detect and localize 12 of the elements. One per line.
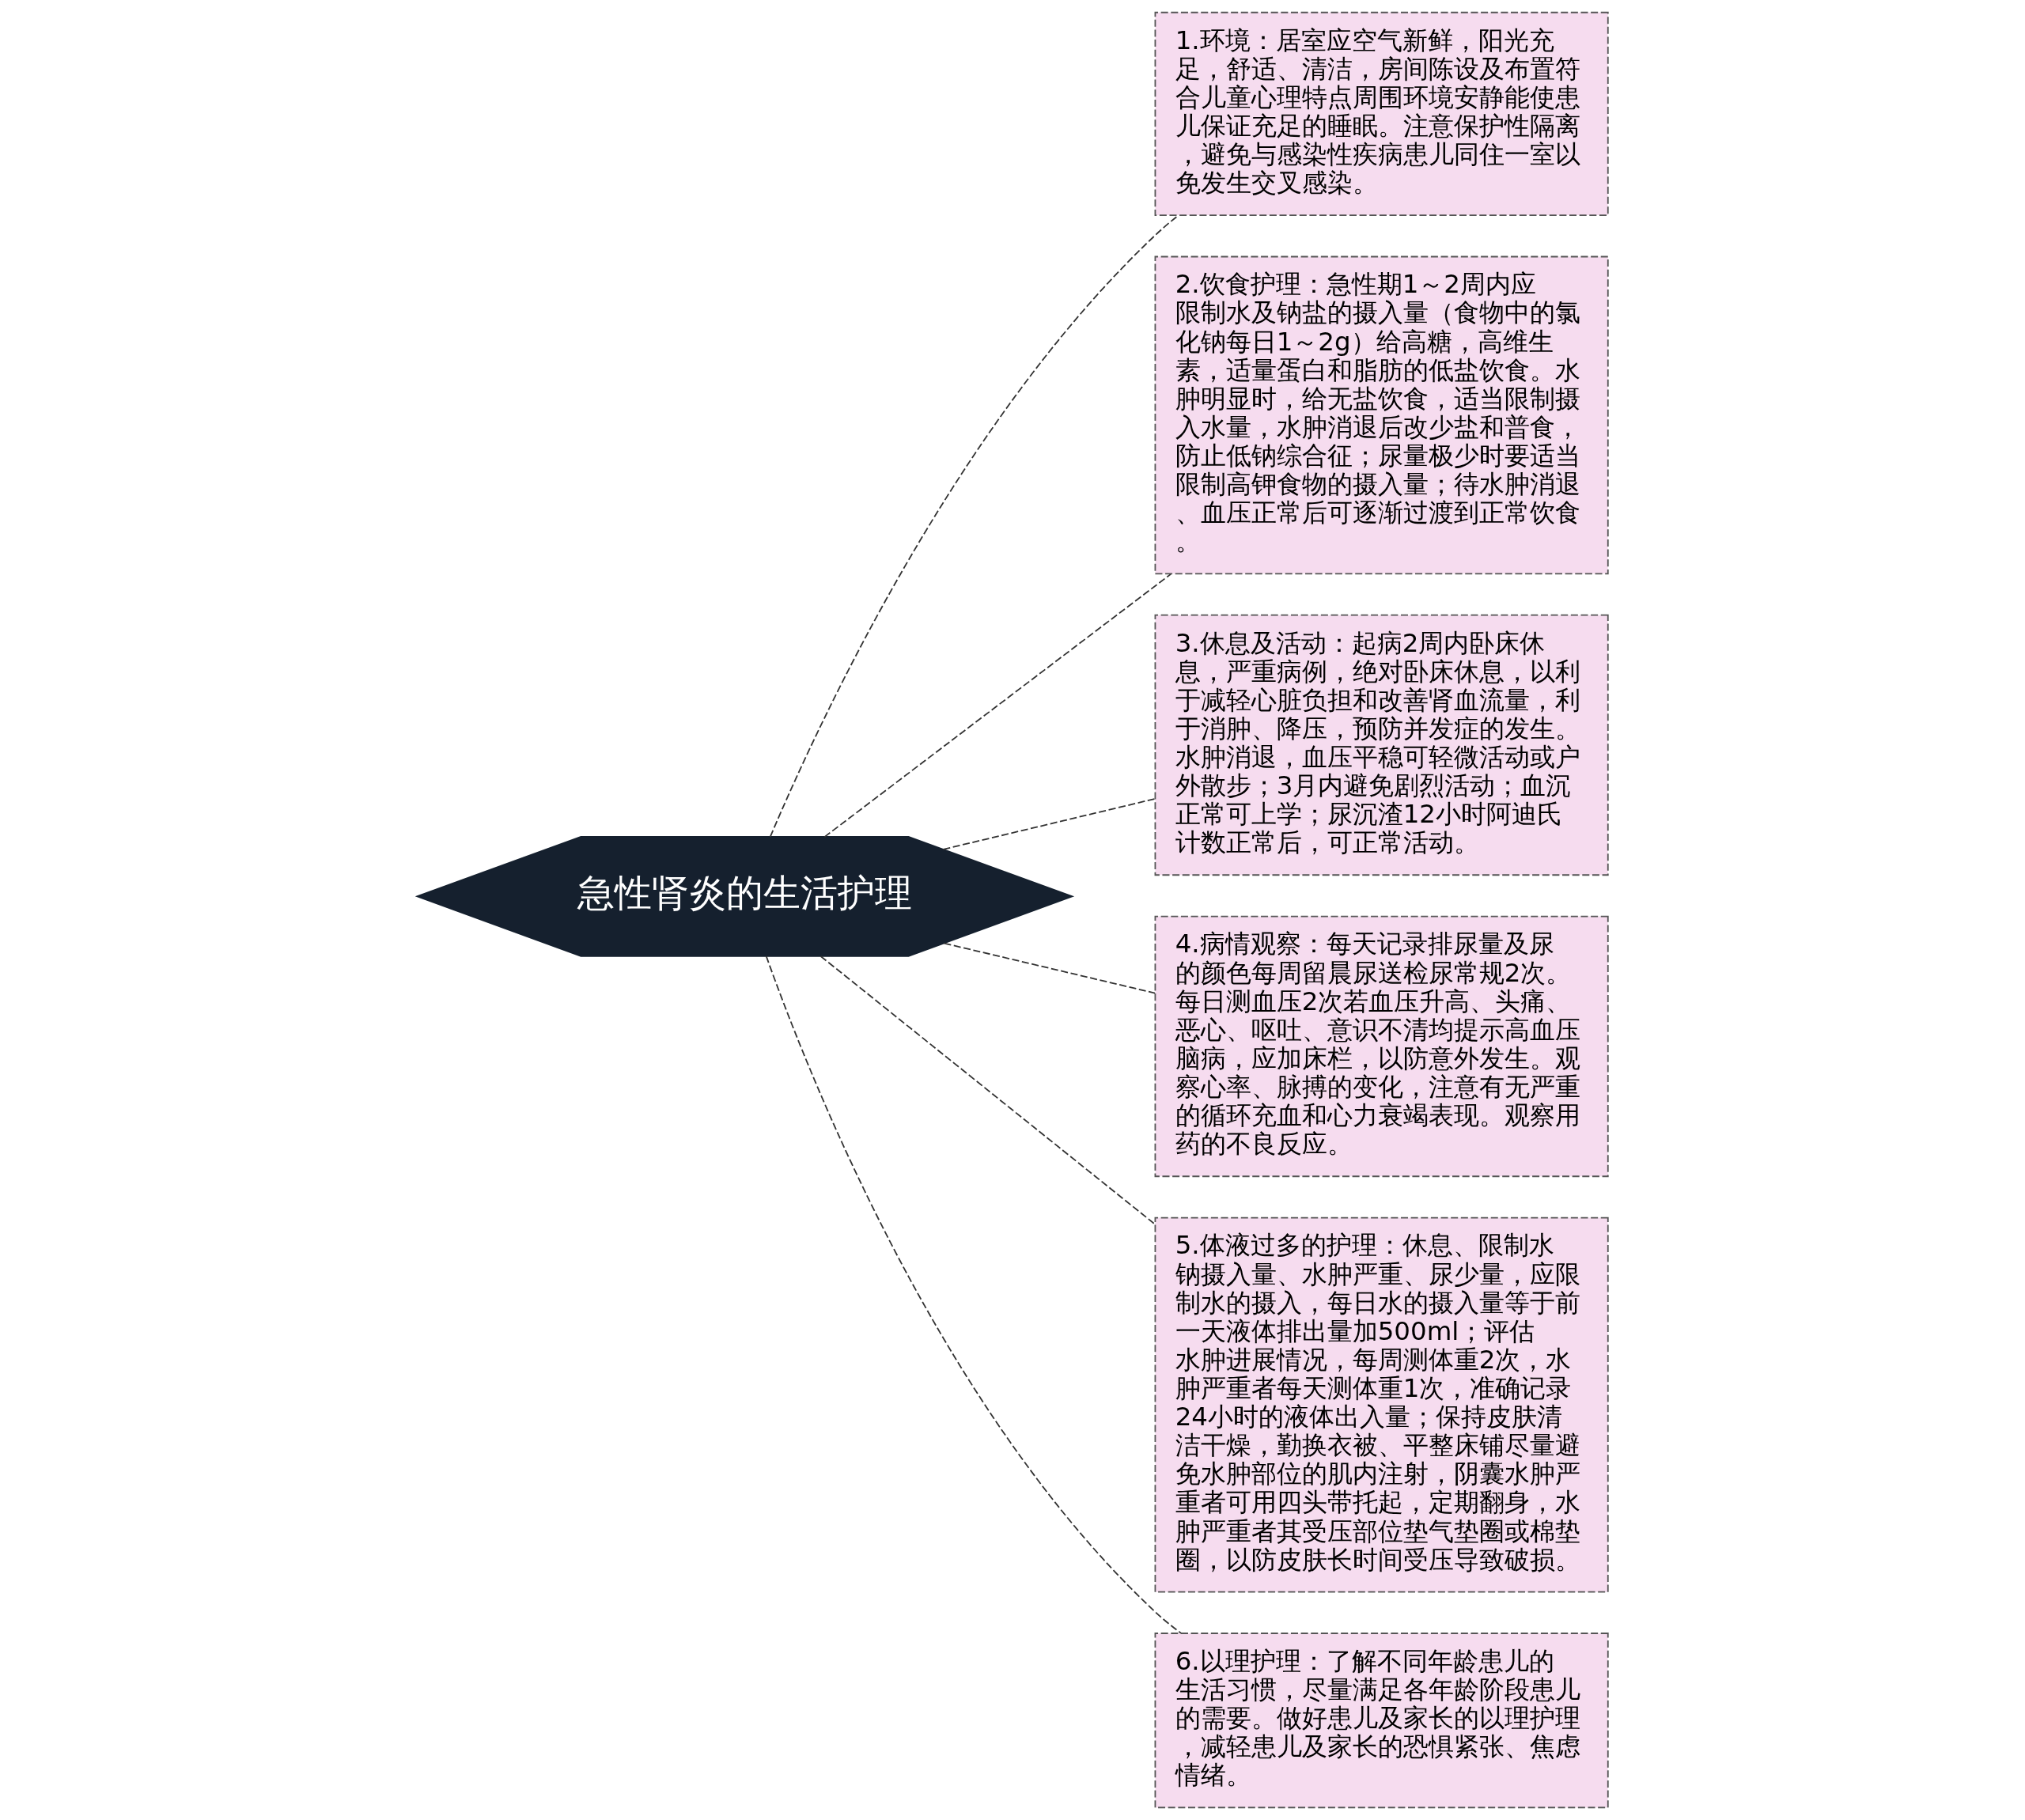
node-box: 6.以理护理：了解不同年龄患儿的生活习惯，尽量满足各年龄阶段患儿的需要。做好患儿及家长的以理护理，减轻患儿及家长的恐惧紧张、焦虑情绪。	[1154, 1633, 1609, 1809]
node-box: 4.病情观察：每天记录排尿量及尿的颜色每周留晨尿送检尿常规2次。每日测血压2次若血压升高、头痛、恶心、呕吐、意识不清均提示高血压脑病，应加床栏，以防意外发生。观察心率、脉搏的变化，注意有无严重的循环充血和心力衰竭表现。观察用药的不良反应。	[1154, 915, 1609, 1178]
connector	[942, 798, 1156, 850]
node-box: 5.体液过多的护理：休息、限制水钠摄入量、水肿严重、尿少量，应限制水的摄入，每日水的摄入量等于前一天液体排出量加500ml；评估水肿进展情况，每周测体重2次，水肿严重者每天测体重1次，准确记录24小时的液体出入量；保持皮肤清洁干燥，勤换衣被、平整床铺尽量避免水肿部位的肌内注射，阴囊水肿严重者可用四头带托起，定期翻身，水肿严重者其受压部位垫气垫圈或棉垫圈，以防皮肤长时间受压导致破损。	[1154, 1216, 1609, 1593]
connector	[765, 955, 1183, 1634]
connector	[819, 955, 1156, 1225]
connector	[943, 942, 1156, 994]
node-box: 1.环境：居室应空气新鲜，阳光充足，舒适、清洁，房间陈设及布置符合儿童心理特点周围环境安静能使患儿保证充足的睡眠。注意保护性隔离，避免与感染性疾病患儿同住一室以免发生交叉感染。	[1154, 11, 1609, 217]
node-box: 2.饮食护理：急性期1～2周内应限制水及钠盐的摄入量（食物中的氯化钠每日1～2g）给高糖，高维生素，适量蛋白和脂肪的低盐饮食。水肿明显时，给无盐饮食，适当限制摄入水量，水肿消退后改少盐和普食，防止低钠综合征；尿量极少时要适当限制高钾食物的摄入量；待水肿消退、血压正常后可逐渐过渡到正常饮食。	[1154, 255, 1609, 575]
connector	[823, 573, 1171, 838]
connector	[769, 214, 1179, 838]
node-box: 3.休息及活动：起病2周内卧床休息，严重病例，绝对卧床休息，以利于减轻心脏负担和改善肾血流量，利于消肿、降压，预防并发症的发生。水肿消退，血压平稳可轻微活动或户外散步；3月内避免剧烈活动；血沉正常可上学；尿沉渣12小时阿迪氏计数正常后，可正常活动。	[1154, 614, 1609, 876]
